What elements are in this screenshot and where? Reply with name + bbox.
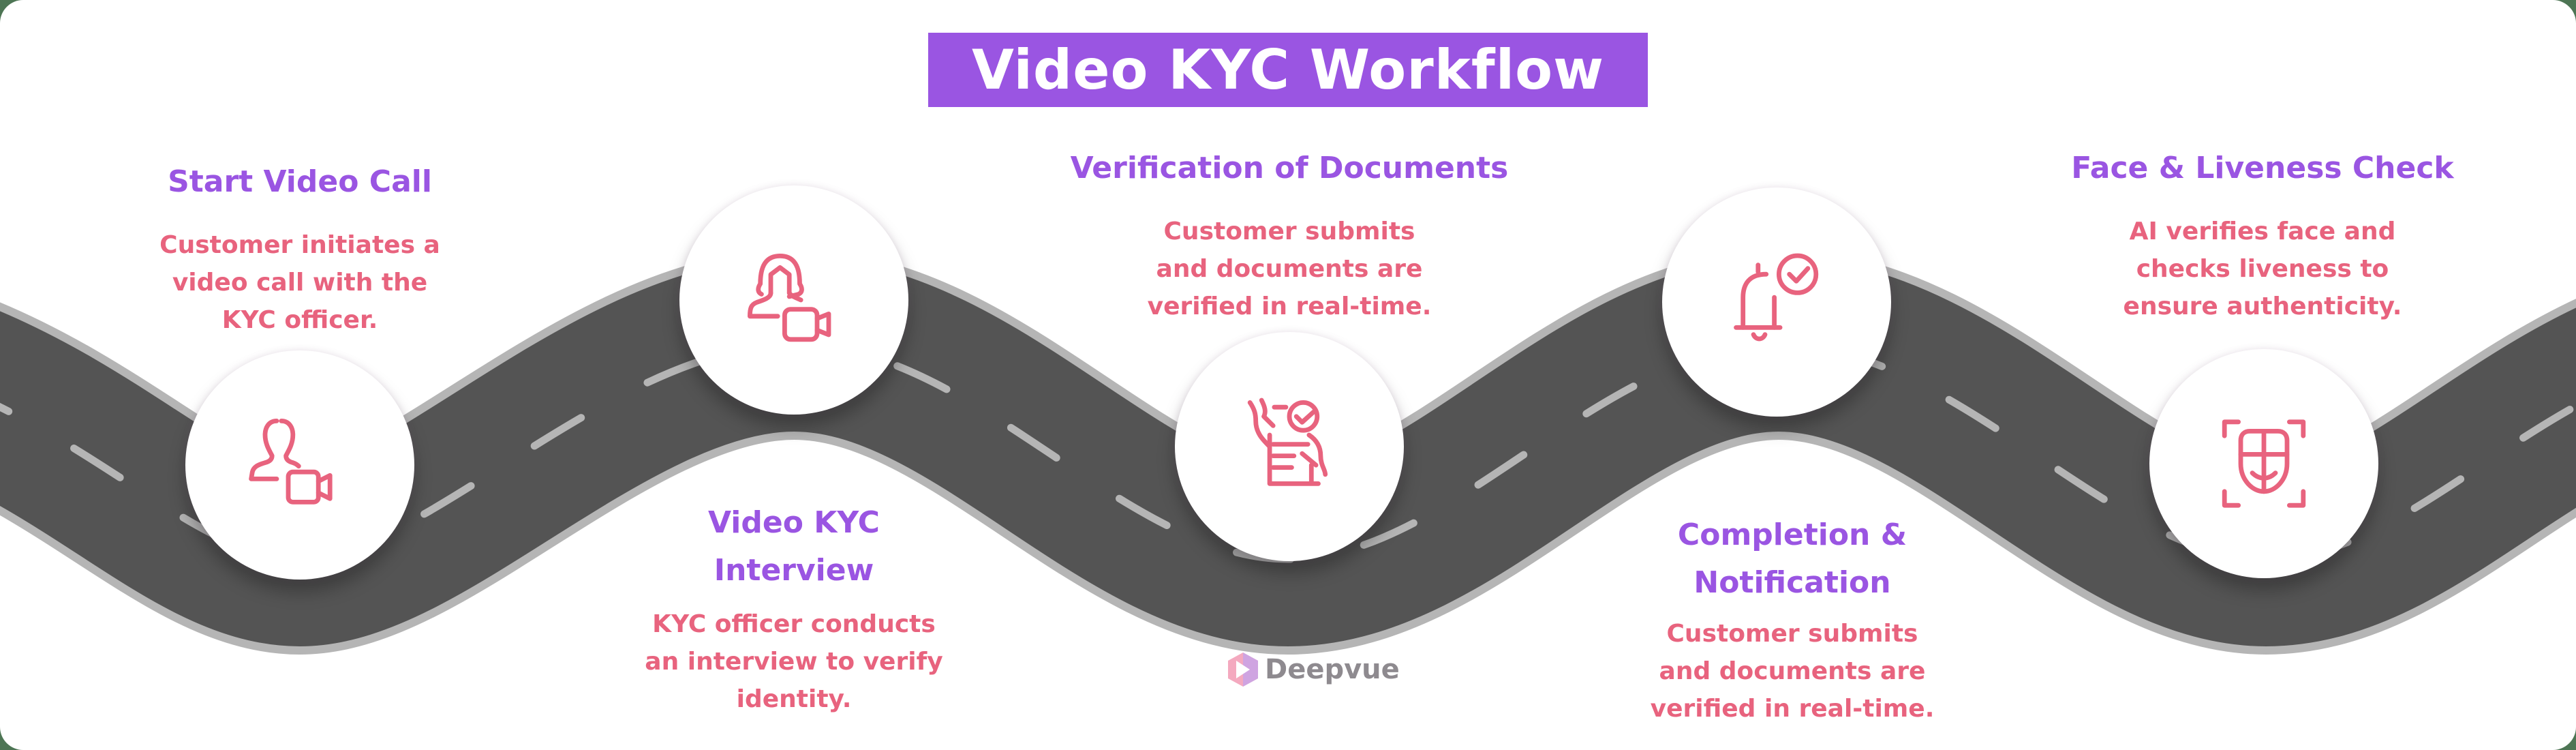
step-heading: Verification of Documents [1070, 151, 1509, 185]
document-check-icon [1247, 397, 1328, 486]
step-node-start-video-call [185, 350, 414, 580]
step-heading: Completion & Notification [1677, 518, 1907, 600]
step-heading: Face & Liveness Check [2071, 151, 2454, 185]
step-description: Customer initiates a video call with the… [159, 231, 440, 334]
step-video-kyc-interview-text: Video KYC Interview KYC officer conducts… [555, 499, 1032, 718]
step-node-face-liveness-check [2149, 349, 2378, 578]
page-title: Video KYC Workflow [972, 38, 1604, 102]
step-node-verification-of-documents [1175, 332, 1404, 561]
step-description: KYC officer conducts an interview to ver… [645, 610, 943, 713]
brand-logo: Deepvue [1227, 651, 1400, 688]
step-description: Customer submits and documents are verif… [1147, 217, 1432, 320]
user-video-icon [249, 419, 333, 505]
step-completion-notification-text: Completion & Notification Customer submi… [1554, 511, 2031, 728]
step-description: Customer submits and documents are verif… [1650, 620, 1935, 723]
step-description: AI verifies face and checks liveness to … [2123, 217, 2402, 320]
step-node-completion-notification [1662, 188, 1891, 417]
step-heading: Video KYC Interview [708, 505, 880, 588]
face-scan-icon [2222, 419, 2306, 508]
brand-name: Deepvue [1265, 654, 1400, 685]
step-verification-of-documents-text: Verification of Documents Customer submi… [1051, 145, 1528, 325]
step-heading: Start Video Call [168, 164, 432, 199]
step-face-liveness-check-text: Face & Liveness Check AI verifies face a… [2024, 145, 2501, 325]
step-start-video-call-text: Start Video Call Customer initiates a vi… [61, 158, 538, 339]
title-banner: Video KYC Workflow [928, 33, 1648, 107]
deepvue-logo-icon [1228, 652, 1258, 687]
officer-video-icon [748, 254, 831, 342]
step-node-video-kyc-interview [679, 185, 908, 415]
bell-check-icon [1734, 253, 1819, 342]
